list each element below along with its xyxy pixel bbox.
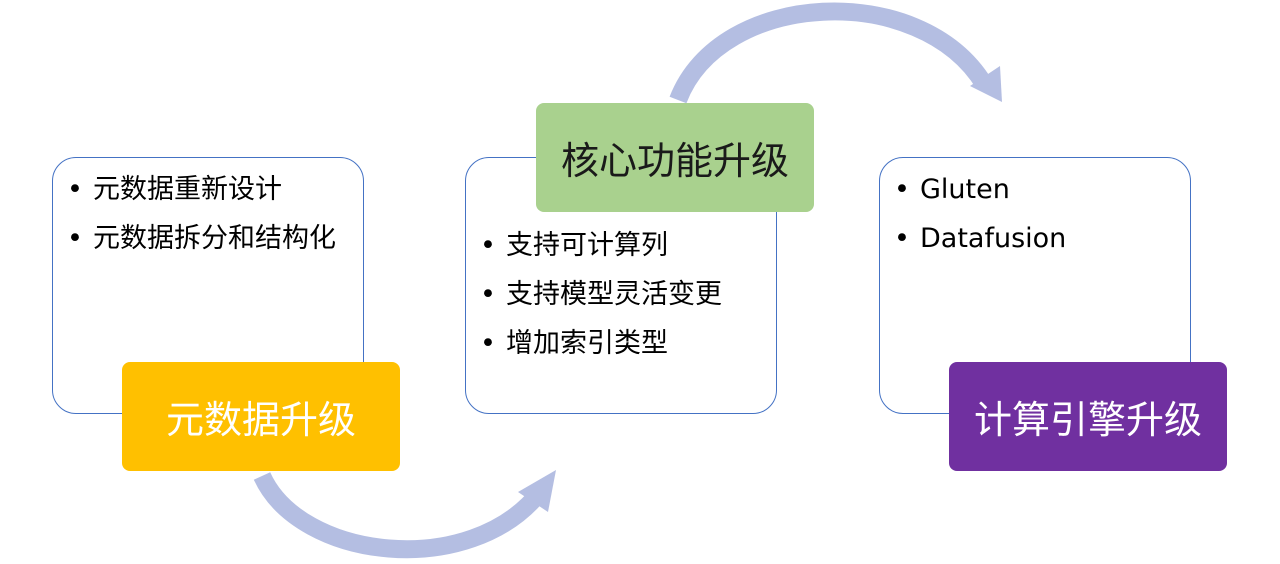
- arrowhead-icon: [970, 66, 1002, 102]
- stage1-title: 元数据升级: [122, 362, 400, 471]
- list-item: 增加索引类型: [478, 324, 758, 363]
- stage2-title: 核心功能升级: [536, 103, 814, 212]
- stage3-title: 计算引擎升级: [949, 362, 1227, 471]
- stage1-details: 元数据重新设计 元数据拆分和结构化: [52, 157, 364, 414]
- arrowhead-icon: [518, 470, 556, 512]
- arrow-stage1-to-stage2: [253, 471, 548, 559]
- list-item: Gluten: [892, 170, 1172, 209]
- arrow-stage2-to-stage3: [669, 2, 992, 104]
- list-item: Datafusion: [892, 219, 1172, 258]
- list-item: 支持可计算列: [478, 226, 758, 265]
- list-item: 元数据拆分和结构化: [65, 219, 345, 258]
- list-item: 支持模型灵活变更: [478, 275, 758, 314]
- list-item: 元数据重新设计: [65, 170, 345, 209]
